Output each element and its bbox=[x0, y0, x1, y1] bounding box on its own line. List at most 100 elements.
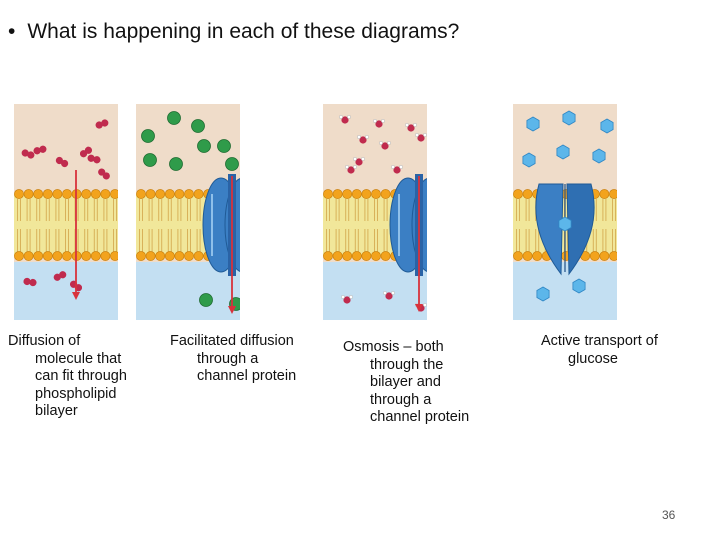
lipid-head bbox=[62, 189, 72, 199]
arrow-head bbox=[72, 292, 80, 300]
ion bbox=[191, 119, 205, 133]
lipid-head bbox=[371, 189, 381, 199]
caption-diffusion: Diffusion of molecule that can fit throu… bbox=[8, 333, 127, 421]
small-molecule-atom bbox=[59, 271, 67, 279]
lipid-head bbox=[351, 251, 362, 261]
water-hydrogen bbox=[345, 165, 349, 169]
small-molecule bbox=[55, 156, 69, 168]
ion bbox=[217, 139, 231, 153]
water-hydrogen bbox=[423, 303, 427, 307]
carrier-protein bbox=[535, 183, 595, 276]
lipid-head bbox=[351, 189, 362, 199]
caption-line: Active transport of bbox=[541, 333, 658, 349]
slide-title: •What is happening in each of these diag… bbox=[8, 20, 459, 44]
ion bbox=[143, 153, 157, 167]
ion bbox=[169, 157, 183, 171]
small-molecule bbox=[21, 149, 35, 159]
lipid-head bbox=[81, 189, 92, 199]
lipid-head bbox=[110, 251, 118, 261]
water-molecule bbox=[339, 115, 351, 124]
small-molecule bbox=[79, 146, 93, 158]
lipid-head bbox=[193, 189, 204, 199]
bullet: • bbox=[8, 20, 16, 43]
water-hydrogen bbox=[405, 123, 409, 127]
lipid-head bbox=[90, 189, 101, 199]
small-molecule bbox=[98, 168, 110, 180]
water-molecule bbox=[345, 165, 357, 174]
caption-rest: molecule that can fit through phospholip… bbox=[8, 351, 127, 421]
caption-active-transport: Active transport of glucose bbox=[541, 333, 658, 368]
small-molecule bbox=[87, 154, 101, 164]
water-molecule bbox=[341, 295, 353, 304]
water-hydrogen bbox=[383, 291, 387, 295]
lipid-head bbox=[380, 251, 391, 261]
glucose-molecule bbox=[522, 152, 536, 168]
water-hydrogen bbox=[341, 295, 345, 299]
caption-rest: glucose bbox=[541, 351, 658, 369]
water-hydrogen bbox=[423, 133, 427, 137]
water-oxygen bbox=[385, 292, 393, 300]
small-molecule-atom bbox=[102, 172, 110, 180]
active-transport-panel bbox=[513, 104, 617, 320]
water-oxygen bbox=[359, 136, 367, 144]
lipid-head bbox=[155, 189, 166, 199]
lipid-head bbox=[371, 251, 381, 261]
lipid-head bbox=[100, 251, 111, 261]
water-hydrogen bbox=[339, 115, 343, 119]
water-oxygen bbox=[347, 166, 355, 174]
lipid-head bbox=[332, 251, 343, 261]
ion bbox=[167, 111, 181, 125]
lipid-head bbox=[332, 189, 343, 199]
facilitated-diffusion-panel bbox=[136, 104, 240, 320]
lipid-head bbox=[513, 251, 523, 261]
caption-line: channel protein bbox=[370, 409, 470, 425]
lipid-head bbox=[174, 251, 185, 261]
glucose-molecule bbox=[592, 148, 606, 164]
lipid-head bbox=[62, 251, 72, 261]
ion bbox=[197, 139, 211, 153]
lipid-head bbox=[609, 251, 617, 261]
lipid-head bbox=[14, 189, 24, 199]
small-molecule bbox=[95, 119, 109, 129]
lipid-head bbox=[155, 251, 166, 261]
caption-line: through the bbox=[370, 356, 444, 373]
small-molecule-atom bbox=[29, 278, 37, 287]
lipid-head bbox=[90, 251, 101, 261]
lipid-head bbox=[136, 189, 146, 199]
lipid-head bbox=[522, 251, 533, 261]
water-oxygen bbox=[375, 120, 383, 128]
lipid-head bbox=[599, 251, 610, 261]
water-oxygen bbox=[343, 296, 351, 304]
lipid-head bbox=[110, 189, 118, 199]
lipid-head bbox=[609, 189, 617, 199]
glucose-molecule bbox=[572, 278, 586, 294]
glucose-molecule bbox=[556, 144, 570, 160]
water-hydrogen bbox=[373, 119, 377, 123]
lipid-head bbox=[361, 189, 372, 199]
small-molecule-atom bbox=[93, 156, 101, 164]
lipid-head bbox=[342, 251, 353, 261]
water-hydrogen bbox=[413, 123, 417, 127]
small-molecule-atom bbox=[23, 277, 31, 286]
water-hydrogen bbox=[353, 165, 357, 169]
small-molecule-atom bbox=[27, 151, 35, 159]
lipid-head bbox=[136, 251, 146, 261]
caption-line: Osmosis – both bbox=[343, 339, 444, 355]
caption-line: Diffusion of bbox=[8, 333, 81, 349]
water-hydrogen bbox=[399, 165, 403, 169]
water-molecule bbox=[405, 123, 417, 132]
lipid-head bbox=[164, 189, 175, 199]
lipid-head bbox=[23, 189, 34, 199]
lipid-head bbox=[52, 189, 63, 199]
lipid-head bbox=[174, 189, 185, 199]
water-hydrogen bbox=[349, 295, 353, 299]
phospholipid-bilayer bbox=[14, 189, 118, 261]
glucose-molecule bbox=[526, 116, 540, 132]
page-number: 36 bbox=[662, 508, 676, 522]
caption-line: channel protein bbox=[197, 368, 297, 384]
caption-line: can fit through bbox=[35, 368, 127, 384]
caption-line: bilayer bbox=[35, 403, 78, 419]
glucose-molecule bbox=[600, 118, 614, 134]
lipid-head bbox=[145, 251, 156, 261]
water-hydrogen bbox=[361, 157, 365, 161]
